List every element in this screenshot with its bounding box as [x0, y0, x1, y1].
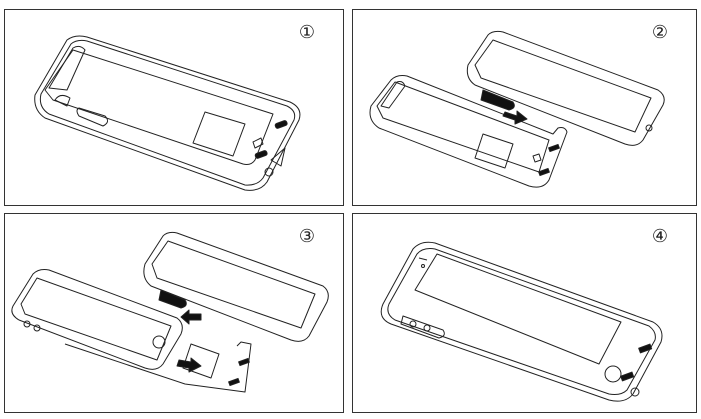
step-number: ①: [298, 22, 315, 43]
arrow-left-icon: [180, 309, 202, 325]
charging-pad: [192, 111, 246, 157]
step-1-panel: ①: [4, 9, 344, 206]
step-number: ②: [651, 22, 668, 43]
step-number: ③: [298, 226, 315, 247]
assembled-case-illustration: [380, 241, 663, 402]
battery-case-open-illustration: [34, 35, 301, 191]
phone-insertion-illustration: [11, 231, 329, 393]
step-2-panel: ②: [352, 9, 697, 206]
arrow-right-icon: [502, 110, 528, 125]
step-4-panel: ④: [352, 213, 697, 413]
step-number: ④: [651, 226, 668, 247]
arrow-right-icon: [176, 357, 202, 373]
step-3-panel: ③: [4, 213, 344, 413]
case-separating-illustration: [369, 30, 665, 188]
